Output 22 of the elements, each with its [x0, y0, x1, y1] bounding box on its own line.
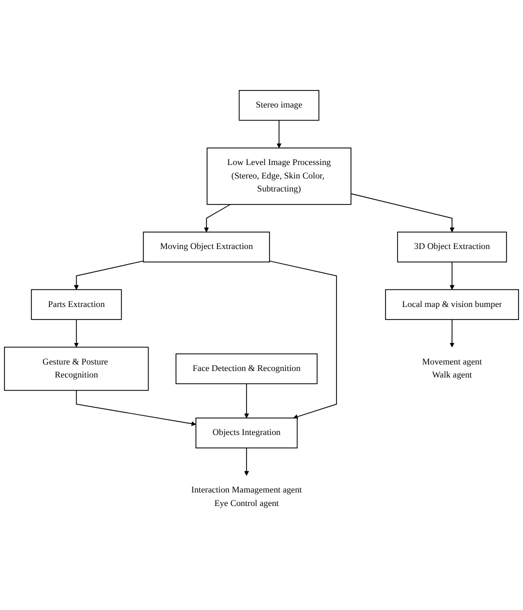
arrow — [204, 204, 231, 233]
node-box: Gesture & Posture Recognition — [4, 347, 149, 392]
arrow — [450, 320, 454, 348]
arrow — [276, 120, 282, 149]
node-box: Stereo image — [238, 90, 320, 122]
arrow — [74, 260, 144, 290]
node-box: Objects Integration — [195, 418, 298, 449]
arrow — [74, 320, 79, 348]
arrow — [244, 448, 249, 476]
arrow — [244, 384, 249, 419]
arrow — [76, 390, 196, 426]
node-box: Parts Extraction — [30, 290, 122, 320]
node-box: 3D Object Extraction — [397, 232, 507, 263]
node-box: Low Level Image Processing (Stereo, Edge, Skin Color, Subtracting) — [206, 148, 352, 206]
node-text: Interaction Mamagement agent Eye Control agent — [191, 486, 302, 509]
node-text: Movement agent Walk agent — [422, 358, 482, 380]
node-box: Face Detection & Recognition — [176, 354, 318, 385]
arrow — [269, 260, 337, 420]
arrow — [350, 194, 454, 233]
node-box: Local map & vision bumper — [385, 290, 519, 320]
node-box: Moving Object Extraction — [142, 232, 270, 263]
arrow — [450, 262, 454, 290]
